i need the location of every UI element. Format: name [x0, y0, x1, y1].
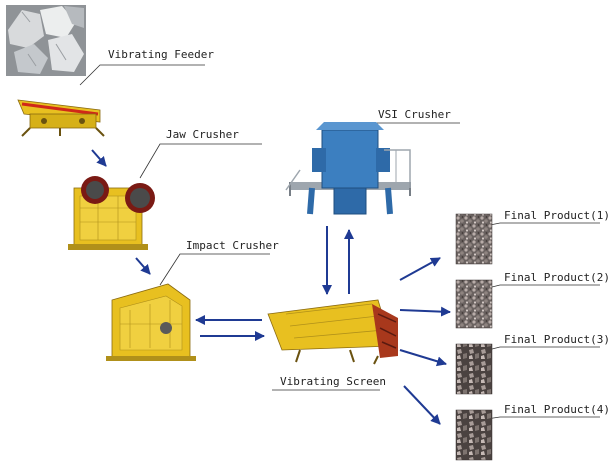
label-vibrating-feeder: Vibrating Feeder — [108, 48, 214, 61]
final-product-4-gravel-sample-icon — [455, 409, 493, 461]
label-final-product-3: Final Product(3) — [504, 333, 609, 346]
arrow-to-product-4 — [403, 385, 441, 425]
label-impact-crusher: Impact Crusher — [186, 239, 279, 252]
arrow-feeder-to-jaw — [91, 149, 107, 167]
vibrating-feeder-icon — [17, 99, 105, 137]
arrow-jaw-to-impact — [135, 257, 151, 275]
label-final-product-1: Final Product(1) — [504, 209, 609, 222]
label-final-product-2: Final Product(2) — [504, 271, 609, 284]
impact-crusher-icon — [106, 283, 196, 361]
label-final-product-4: Final Product(4) — [504, 403, 609, 416]
label-jaw-crusher: Jaw Crusher — [166, 128, 239, 141]
arrow-to-product-3 — [399, 349, 447, 367]
vibrating-screen-icon — [267, 299, 398, 365]
leader-lines — [79, 64, 600, 421]
arrow-to-product-1 — [399, 257, 441, 281]
arrow-to-product-2 — [399, 306, 451, 317]
final-product-2-gravel-sample-icon — [455, 279, 493, 329]
flow-arrows — [91, 149, 451, 425]
vsi-crusher-icon — [285, 122, 411, 215]
label-vibrating-screen: Vibrating Screen — [280, 375, 386, 388]
final-product-1-gravel-sample-icon — [455, 213, 493, 265]
label-vsi-crusher: VSI Crusher — [378, 108, 451, 121]
final-product-3-gravel-sample-icon — [455, 343, 493, 395]
jaw-crusher-icon — [68, 176, 155, 250]
raw-material-rock-pile-icon — [6, 5, 86, 76]
